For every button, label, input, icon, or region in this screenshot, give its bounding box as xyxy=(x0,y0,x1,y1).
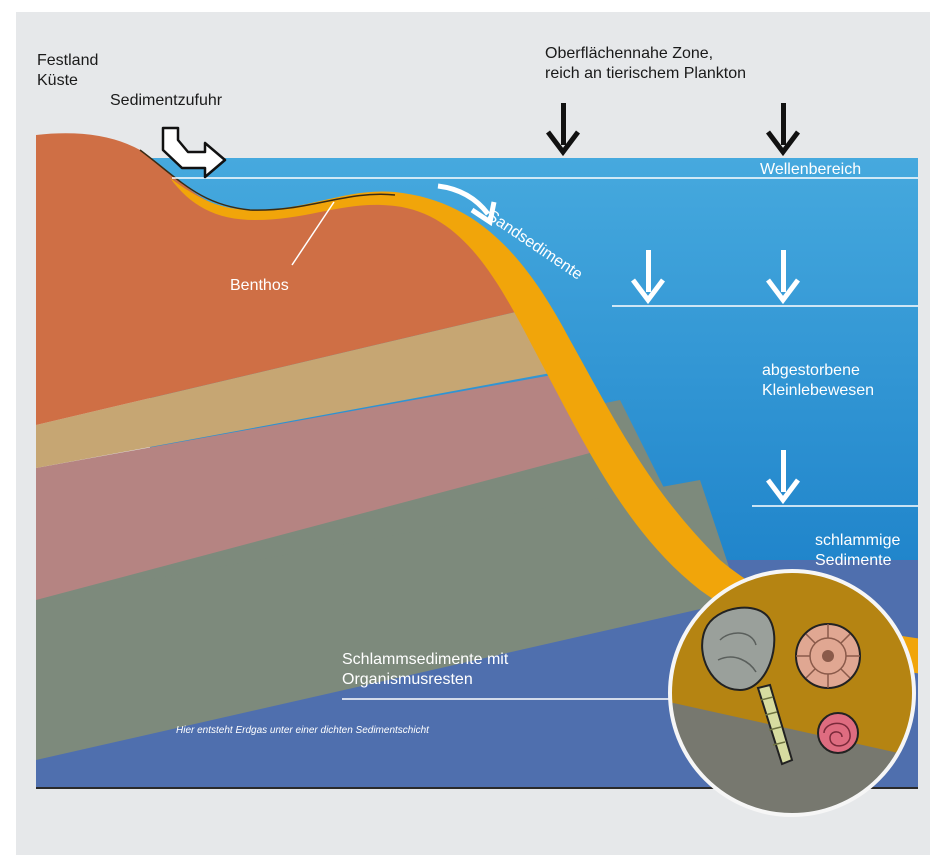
dead-organisms-label-line1: abgestorbene xyxy=(762,362,860,379)
sedimentzufuhr-label: Sedimentzufuhr xyxy=(110,92,223,109)
fossil-icon xyxy=(756,683,794,766)
seabed-outline xyxy=(139,149,396,211)
curved-arrow-icon xyxy=(437,183,497,227)
benthos-callout-line xyxy=(291,201,335,266)
muddy-sediments-label-line1: schlammige xyxy=(815,532,900,549)
fossil-icon xyxy=(795,623,861,689)
arrow-down-icon xyxy=(631,250,665,305)
surface-zone-label-line2: reich an tierischem Plankton xyxy=(545,65,746,82)
fossil-icon xyxy=(701,606,776,692)
festland-label: Festland xyxy=(37,52,98,69)
gas-note-label: Hier entsteht Erdgas unter einer dichten… xyxy=(176,725,430,736)
tan-layer xyxy=(36,305,578,468)
surface-zone-label-line1: Oberflächennahe Zone, xyxy=(545,45,713,62)
grey-green-layer-lower xyxy=(36,480,740,760)
muddy-sediments-label-line2: Sedimente xyxy=(815,552,892,569)
arrow-down-icon xyxy=(766,250,800,305)
pink-layer xyxy=(36,370,620,600)
arrow-down-icon xyxy=(546,103,580,157)
mud-organisms-label-line2: Organismusresten xyxy=(342,671,473,688)
benthos-label: Benthos xyxy=(230,277,289,294)
arrow-down-icon xyxy=(766,103,800,157)
arrow-down-icon xyxy=(766,450,800,505)
dead-organisms-label-line2: Kleinlebewesen xyxy=(762,382,874,399)
mud-organisms-label-line1: Schlammsedimente mit xyxy=(342,651,509,668)
wellenbereich-label: Wellenbereich xyxy=(760,161,861,178)
kueste-label: Küste xyxy=(37,72,78,89)
fossil-icon xyxy=(817,712,859,754)
sediment-input-arrow-icon xyxy=(161,126,227,179)
